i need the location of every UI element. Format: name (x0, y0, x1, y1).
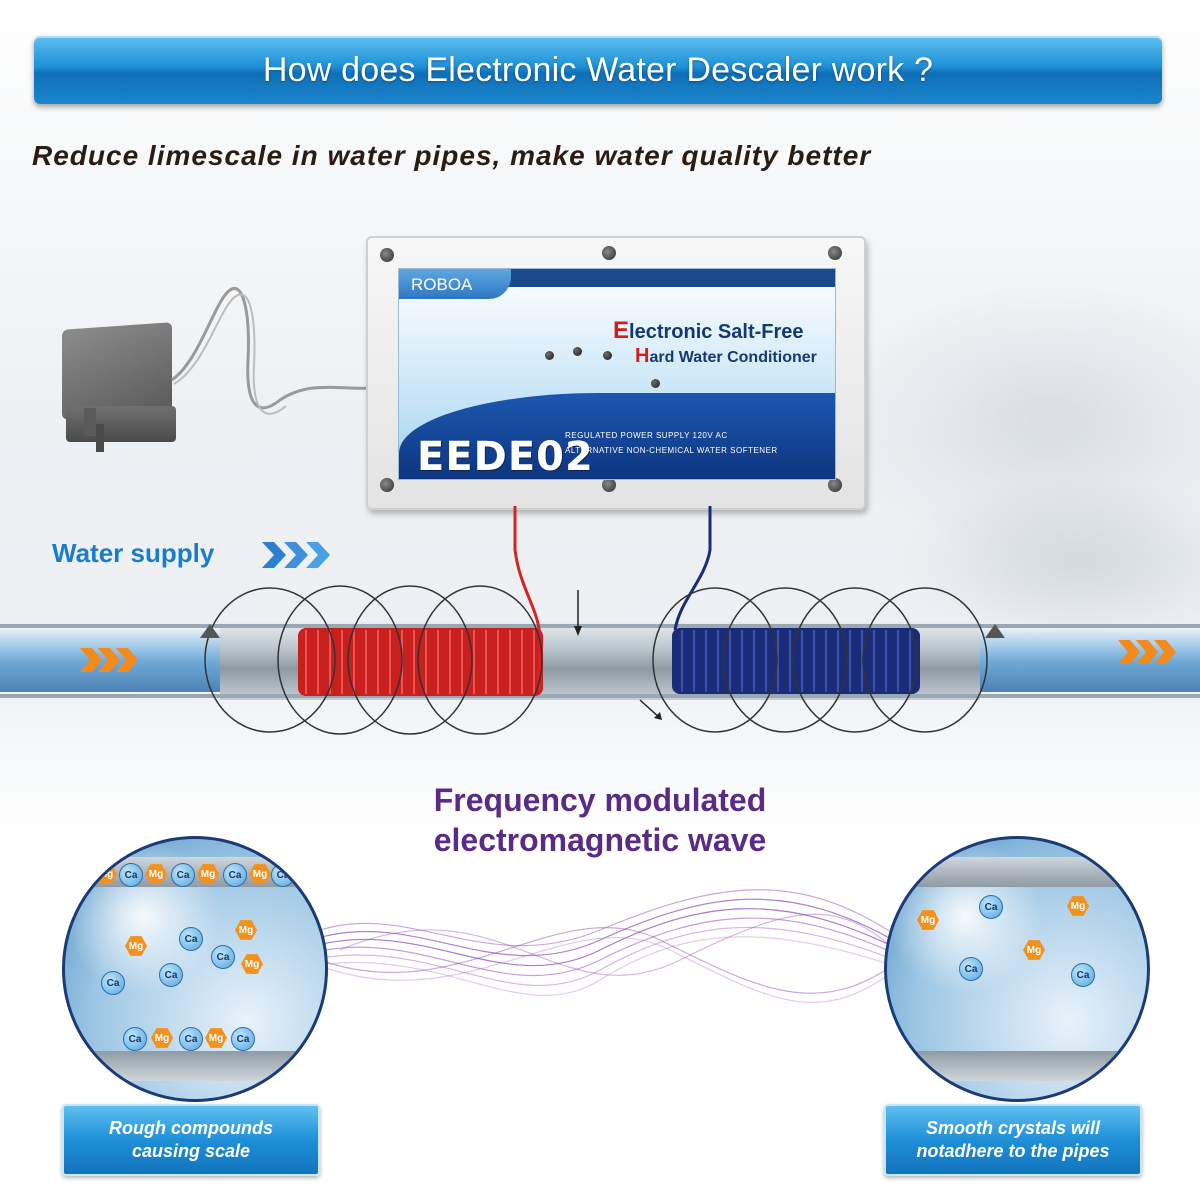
brand-label: ROBOA (411, 275, 473, 294)
caption-line1: Rough compounds (109, 1118, 273, 1138)
calcium-ion: Ca (123, 1027, 147, 1051)
page-title: How does Electronic Water Descaler work … (262, 50, 934, 89)
calcium-ion: Ca (979, 895, 1003, 919)
screw-icon (602, 246, 616, 260)
caption-line1: Smooth crystals will (925, 1118, 1101, 1138)
calcium-ion: Ca (179, 927, 203, 951)
screw-icon (602, 478, 616, 492)
page-subtitle: Reduce limescale in water pipes, make wa… (32, 140, 872, 171)
calcium-ion: Ca (223, 863, 247, 887)
magnesium-ion: Mg (125, 936, 147, 956)
smooth-crystals-caption: Smooth crystals will notadhere to the pi… (884, 1104, 1142, 1176)
calcium-ion: Ca (159, 963, 183, 987)
electromagnetic-wave (300, 889, 900, 1004)
magnesium-ion: Mg (917, 910, 939, 930)
chevron-right-icon (262, 542, 330, 568)
spec-line-1: REGULATED POWER SUPPLY 120V AC (565, 431, 728, 440)
pipe-wall-bottom (65, 1051, 325, 1081)
descaler-device: ROBOA Electronic Salt-Free Hard Water Co… (366, 236, 866, 510)
screw-icon (380, 248, 394, 262)
led-icon (603, 351, 612, 360)
calcium-ion: Ca (959, 957, 983, 981)
device-title-line1: Electronic Salt-Free (613, 317, 804, 344)
rough-compounds-caption: Rough compounds causing scale (62, 1104, 320, 1176)
calcium-ion: Ca (211, 945, 235, 969)
led-icon (651, 379, 660, 388)
device-title-line2: Hard Water Conditioner (635, 345, 817, 367)
led-icon (545, 351, 554, 360)
red-coil (298, 628, 543, 696)
wave-label-line2: electromagnetic wave (433, 822, 767, 858)
magnesium-ion: Mg (197, 864, 219, 884)
magnesium-ion: Mg (205, 1028, 227, 1048)
screw-icon (828, 246, 842, 260)
flow-arrow-left (80, 648, 138, 672)
magnesium-ion: Mg (151, 1028, 173, 1048)
brand-tab: ROBOA (399, 269, 511, 299)
calcium-ion: Ca (171, 863, 195, 887)
magnesium-ion: Mg (95, 864, 117, 884)
screw-icon (380, 478, 394, 492)
model-number: EEDE02 (417, 434, 594, 480)
magnesium-ion: Mg (1067, 896, 1089, 916)
blue-coil (672, 628, 920, 694)
magnesium-ion: Mg (145, 864, 167, 884)
led-icon (573, 347, 582, 356)
calcium-ion: Ca (119, 863, 143, 887)
flow-arrow-right (1118, 640, 1176, 664)
wave-label-line1: Frequency modulated (433, 782, 767, 818)
caption-line2: causing scale (131, 1141, 251, 1161)
water-supply-label: Water supply (52, 538, 215, 568)
pipe-wall-bottom (887, 1051, 1147, 1081)
title-banner: How does Electronic Water Descaler work … (34, 36, 1162, 104)
caption-line2: notadhere to the pipes (916, 1141, 1110, 1161)
calcium-ion: Ca (231, 1027, 255, 1051)
pipe-illustration (0, 506, 1200, 735)
wave-label: Frequency modulated electromagnetic wave (400, 780, 800, 860)
magnesium-ion: Mg (235, 920, 257, 940)
magnesium-ion: Mg (241, 954, 263, 974)
device-faceplate: ROBOA Electronic Salt-Free Hard Water Co… (398, 268, 836, 480)
screw-icon (828, 478, 842, 492)
calcium-ion: Ca (179, 1027, 203, 1051)
faceplate-bottom-panel (399, 393, 835, 479)
field-lines (204, 585, 988, 735)
pipe-wall-top (887, 857, 1147, 887)
spec-line-2: ALTERNATIVE NON-CHEMICAL WATER SOFTENER (565, 446, 778, 455)
adapter-cable (84, 286, 373, 452)
magnesium-ion: Mg (1023, 940, 1045, 960)
calcium-ion: Ca (1071, 963, 1095, 987)
magnesium-ion: Mg (249, 864, 271, 884)
blue-wire (673, 506, 712, 631)
calcium-ion: Ca (271, 863, 295, 887)
calcium-ion: Ca (101, 971, 125, 995)
